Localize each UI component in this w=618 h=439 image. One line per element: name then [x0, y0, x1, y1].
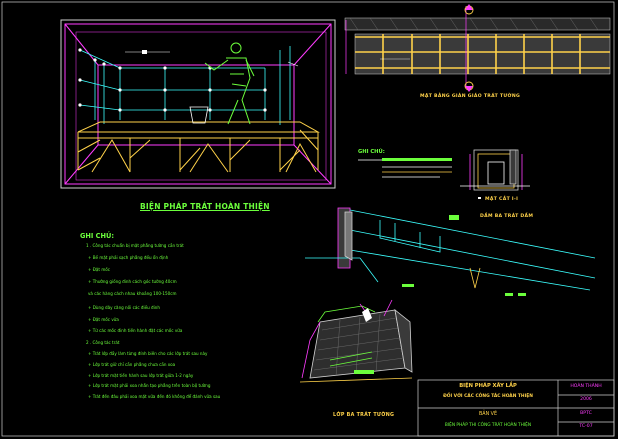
- notes-title: GHI CHÚ:: [80, 232, 115, 240]
- note-line: + Lớp trát mặt phải xoa nhẵn tạo phẳng t…: [88, 383, 211, 388]
- titleblock-status: HOÀN THÀNH: [570, 384, 602, 389]
- room-perspective: [60, 19, 336, 189]
- note-line: 1 . Công tác chuẩn bị mặt phẳng tường cầ…: [86, 243, 184, 248]
- titleblock-sheet-title: BIỆN PHÁP THI CÔNG TRÁT HOÀN THIỆN: [444, 423, 532, 428]
- caption-wall-plan: MẶT BẰNG GIÀN GIÁO TRÁT TƯỜNG: [420, 94, 521, 99]
- note-line: + Trát đến đâu phải xoa mặt vữa đến đó k…: [88, 394, 221, 399]
- titleblock-code-1: BPTC: [580, 411, 592, 416]
- note-line: + Từ các mốc đinh tiến hành đặt các mốc …: [88, 328, 183, 333]
- note-line: + Dùng dây căng nối các điều đinh: [88, 305, 160, 310]
- titleblock-sheet-label: BẢN VẼ: [479, 412, 497, 417]
- detail-lines: [358, 158, 452, 178]
- note-line: + Đặt mốc: [88, 267, 111, 272]
- caption-beam: DẦM BA TRÁT DẦM: [480, 214, 534, 219]
- wall-3d-layers: [299, 299, 413, 383]
- title-plaster-method: BIỆN PHÁP TRÁT HOÀN THIỆN: [140, 202, 270, 211]
- title-block: [417, 379, 615, 437]
- detail-section-1: [460, 149, 530, 191]
- note-line: + Lớp trát mặt tiến hành sau lớp trát gi…: [88, 373, 194, 378]
- beam-3d: [305, 207, 596, 296]
- titleblock-project-line2: ĐỐI VỚI CÁC CÔNG TÁC HOÀN THIỆN: [443, 394, 533, 399]
- titleblock-project-line1: BIỆN PHÁP XÂY LẮP: [459, 383, 517, 389]
- detail-dots: [449, 197, 481, 220]
- note-line: + Trát lớp đầy làm từng đính biên cho cá…: [88, 351, 208, 356]
- caption-wall-3d: LỚP BA TRÁT TƯỜNG: [333, 413, 395, 418]
- note-line: và các hàng cách nhau khoảng 100-150cm: [88, 291, 177, 296]
- note-line: + Đặt mốc vữa: [88, 317, 119, 322]
- note-line: 2 . Công tác trát: [86, 340, 120, 345]
- note-line: + Bề mặt phải sạch phẳng đều ổn định: [88, 255, 169, 260]
- titleblock-year: 2006: [580, 397, 592, 402]
- titleblock-code-2: TC-07: [579, 424, 593, 429]
- note-line: + Thường giống đinh cách góc tường 40cm: [88, 279, 177, 284]
- note-line: + Lớp trát giữ chỉ cần phẳng chưa cần xo…: [88, 362, 176, 367]
- notes-mini-title: GHI CHÚ:: [358, 149, 385, 155]
- wall-plan-section: [344, 4, 611, 92]
- caption-detail-1: MẶT CẮT I-I: [485, 197, 519, 202]
